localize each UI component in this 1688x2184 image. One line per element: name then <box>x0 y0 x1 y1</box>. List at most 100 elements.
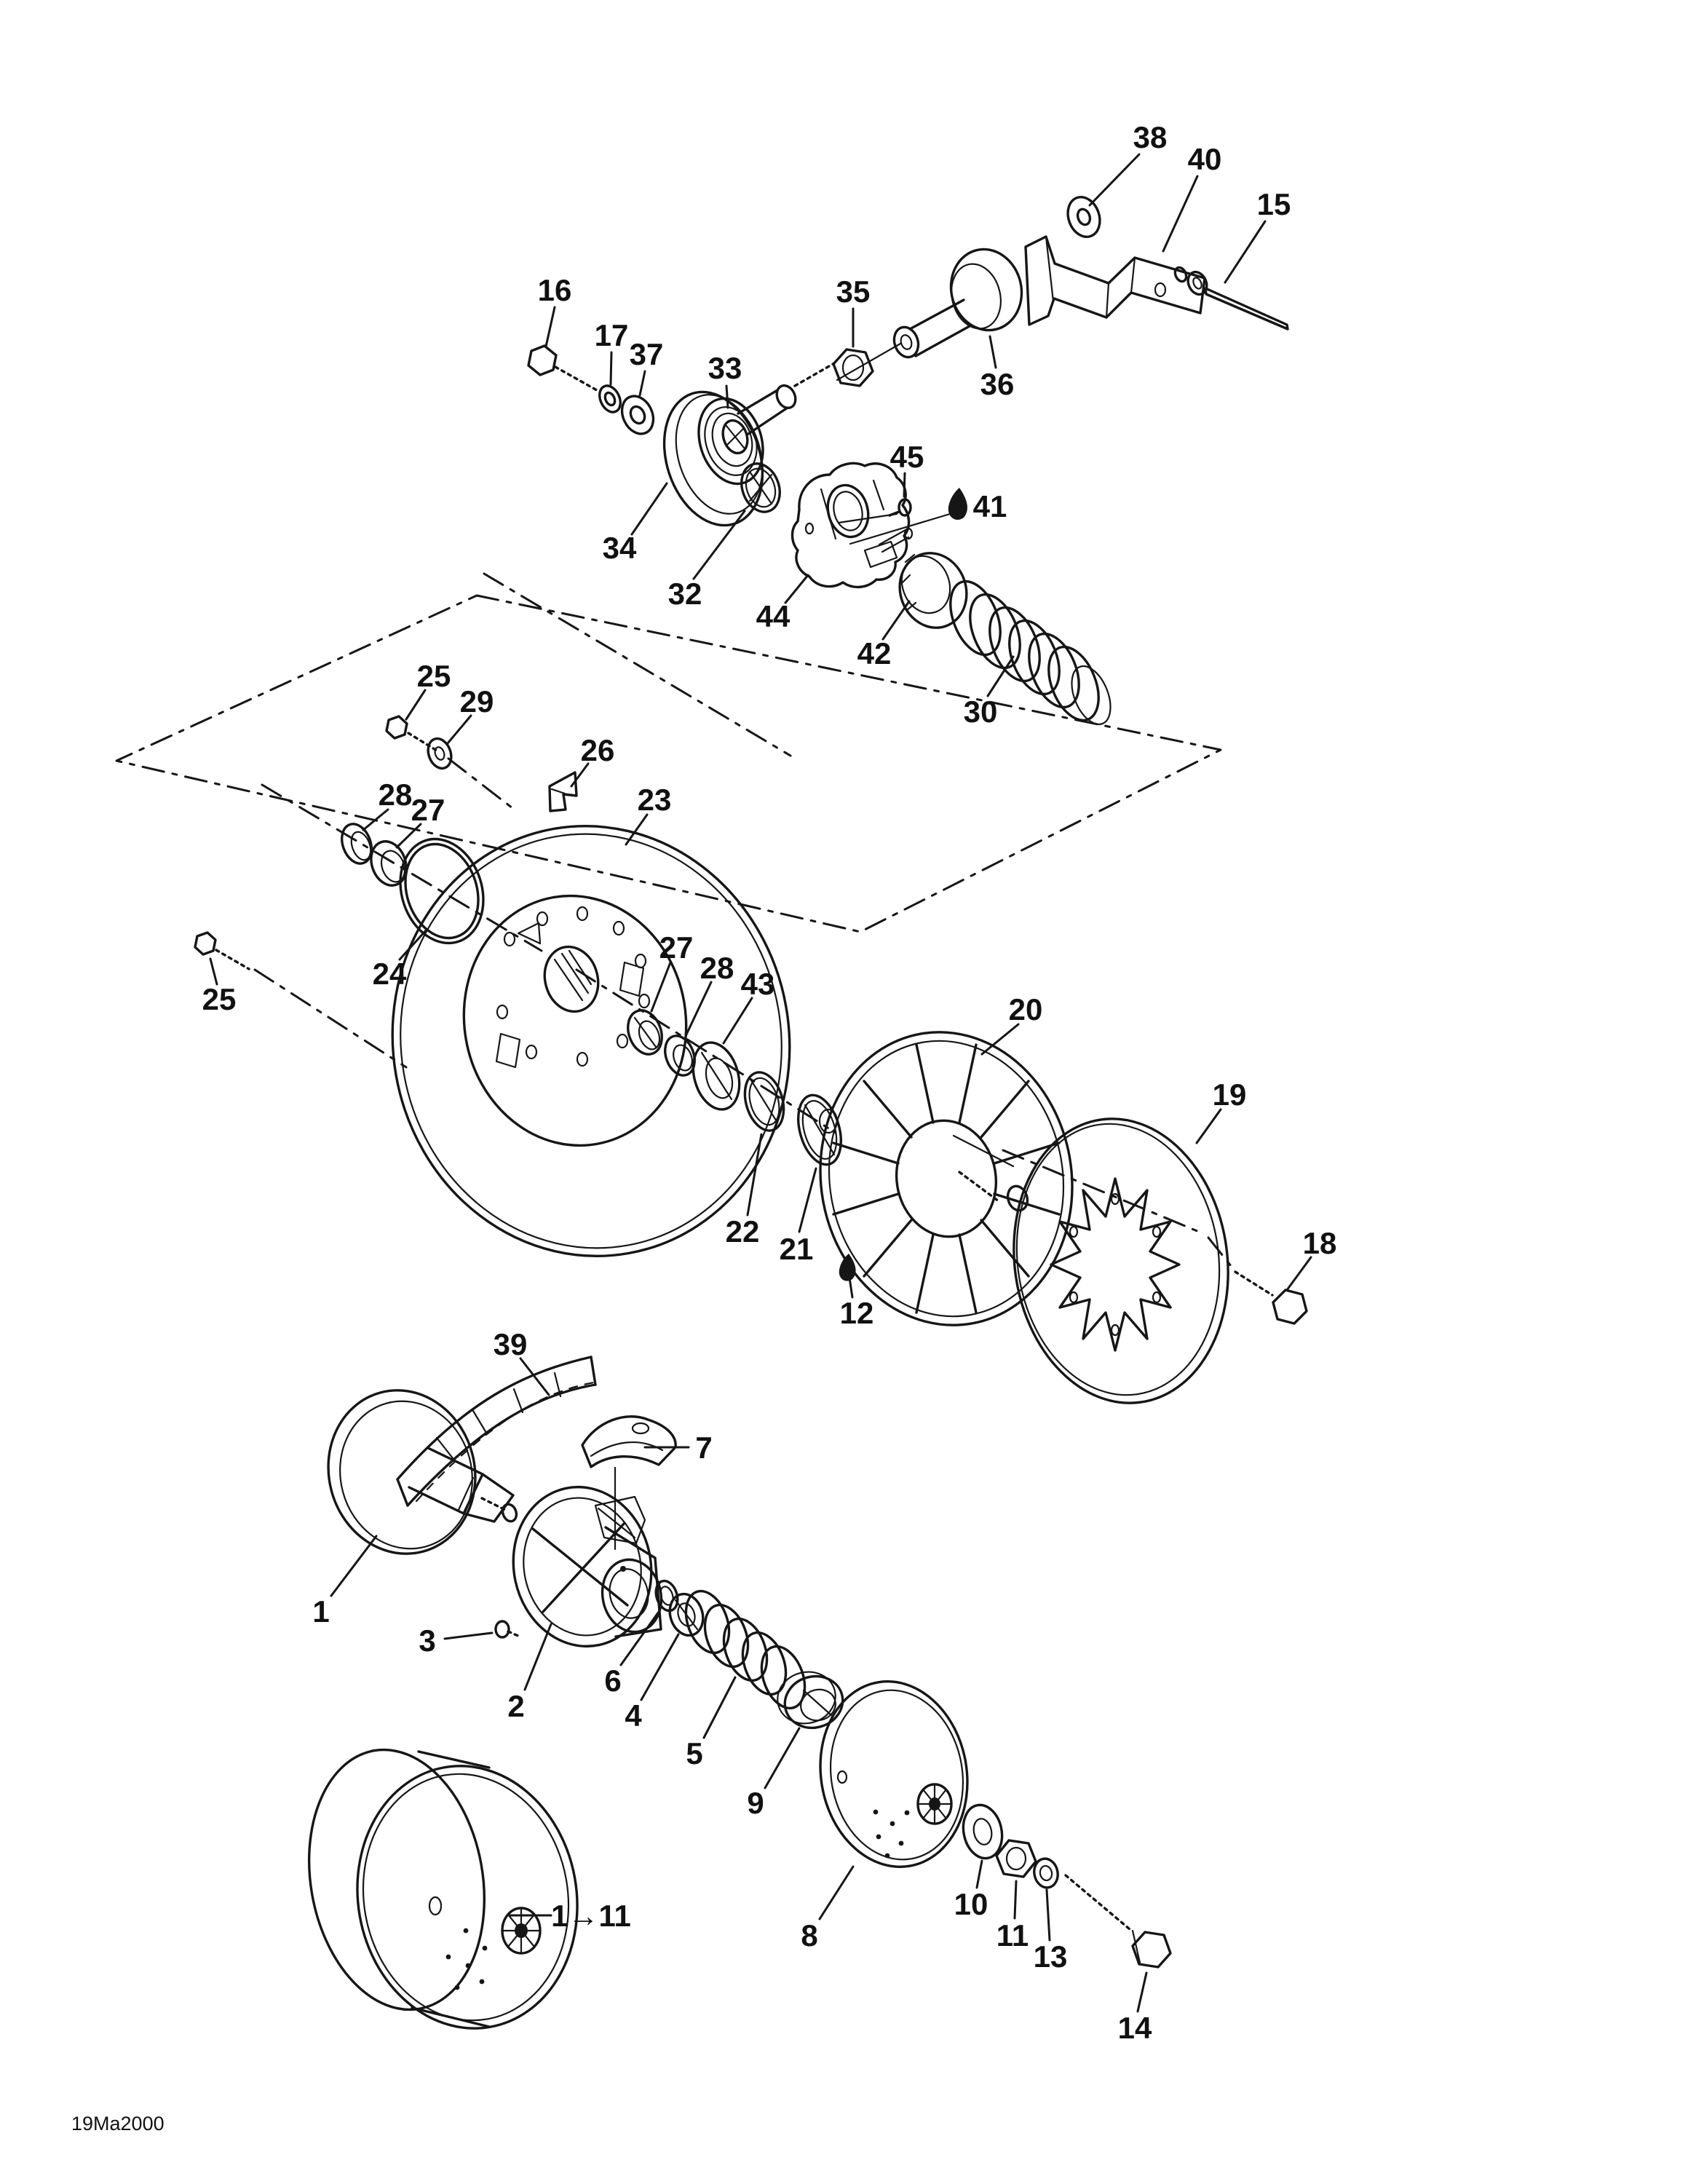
leader-line-3 <box>443 1631 494 1640</box>
callout-18: 18 <box>1303 1226 1337 1260</box>
part-25-screw-lower <box>194 931 250 970</box>
part-43-washer <box>692 1041 741 1111</box>
part-9-adjuster-ring <box>777 1671 844 1730</box>
callout-1→11: 1→11 <box>551 1899 631 1933</box>
leader-line-12 <box>848 1276 854 1299</box>
part-39-belt-segment <box>396 1356 597 1507</box>
callout-13: 13 <box>1034 1939 1068 1974</box>
part-18-bolt <box>1234 1270 1308 1325</box>
leader-line-30 <box>986 655 1015 697</box>
callout-3: 3 <box>419 1623 435 1658</box>
callout-12: 12 <box>840 1296 874 1330</box>
leader-line-33 <box>725 384 729 409</box>
part-40-bracket <box>1024 235 1206 326</box>
leader-line-4 <box>640 1633 680 1701</box>
part-45-clip <box>837 498 912 524</box>
callout-25: 25 <box>202 982 237 1016</box>
leader-line-38 <box>1088 153 1141 207</box>
callout-22: 22 <box>726 1214 760 1249</box>
callout-8: 8 <box>801 1918 817 1952</box>
part-17-lock-washer <box>598 384 622 414</box>
leader-line-27 <box>650 961 672 1013</box>
callout-41: 41 <box>973 489 1007 523</box>
callout-16: 16 <box>538 273 572 307</box>
leader-line-25 <box>405 689 427 721</box>
callout-25: 25 <box>417 659 451 693</box>
callout-45: 45 <box>890 440 924 474</box>
leader-line-10 <box>975 1859 983 1889</box>
alignment-plane <box>115 572 1233 1268</box>
callout-37: 37 <box>630 337 664 371</box>
part-35-nut <box>832 348 874 387</box>
callout-27: 27 <box>659 930 694 965</box>
leader-line-16 <box>544 306 556 348</box>
part-36-roller <box>892 248 1023 359</box>
part-20-spoked-sheave <box>818 1031 1074 1326</box>
part-33-34-pulley-arm <box>662 342 902 527</box>
part-13-washer <box>1033 1857 1059 1889</box>
part-24-o-ring <box>399 837 485 945</box>
leader-line-9 <box>764 1727 801 1789</box>
part-5-spring <box>684 1589 807 1710</box>
callout-14: 14 <box>1118 2011 1152 2045</box>
leader-line-34 <box>630 482 668 536</box>
callout-20: 20 <box>1009 992 1043 1026</box>
part-12-plug <box>839 1254 856 1281</box>
part-16-bolt <box>527 344 598 392</box>
callout-26: 26 <box>581 733 615 767</box>
part-11-nut <box>995 1839 1037 1878</box>
callout-11: 11 <box>996 1918 1029 1952</box>
part-25-screw-upper <box>385 715 438 752</box>
leader-line-37 <box>638 370 646 397</box>
callout-23: 23 <box>638 783 672 817</box>
leader-line-28 <box>684 981 713 1037</box>
leader-line-26 <box>570 762 590 788</box>
callout-38: 38 <box>1133 120 1168 154</box>
leader-line-14 <box>1136 1971 1148 2013</box>
assembly-1-11-drum <box>307 1748 579 2030</box>
callout-19: 19 <box>1213 1077 1247 1112</box>
part-28-ring-center <box>664 1034 696 1077</box>
part-37-washer <box>620 395 655 435</box>
callout-40: 40 <box>1188 142 1222 176</box>
part-14-bolt <box>1064 1874 1172 1969</box>
leader-line-11 <box>1013 1880 1018 1920</box>
callout-6: 6 <box>604 1663 621 1698</box>
leader-line-27 <box>395 823 422 849</box>
part-22-ring <box>743 1071 785 1132</box>
callout-32: 32 <box>668 577 702 611</box>
leader-line-6 <box>619 1610 660 1666</box>
part-30-spring <box>949 579 1112 725</box>
callout-9: 9 <box>747 1786 764 1820</box>
part-8-cover <box>819 1680 969 1868</box>
leader-line-44 <box>784 574 809 604</box>
leader-line-19 <box>1195 1108 1222 1144</box>
leader-line-36 <box>988 335 997 369</box>
leader-line-28 <box>362 808 389 831</box>
leader-line-20 <box>980 1023 1020 1056</box>
part-42-bushing <box>898 552 968 629</box>
leader-line-43 <box>722 997 753 1045</box>
document-code: 19Ma2000 <box>71 2113 165 2134</box>
part-2-spider <box>512 1485 663 1648</box>
callout-35: 35 <box>836 274 871 309</box>
callout-43: 43 <box>741 967 775 1001</box>
part-29-washer <box>427 737 453 770</box>
callout-17: 17 <box>595 318 629 352</box>
callout-4: 4 <box>625 1698 642 1733</box>
leader-line-40 <box>1162 175 1199 253</box>
leader-line-29 <box>446 714 472 745</box>
callout-29: 29 <box>460 684 494 719</box>
leader-line-42 <box>881 600 911 641</box>
leader-line-45 <box>903 472 906 498</box>
leader-line-13 <box>1045 1888 1051 1942</box>
part-1-fixed-sheave <box>327 1389 518 1555</box>
leader-line-2 <box>523 1623 552 1691</box>
leader-line-39 <box>519 1357 550 1396</box>
leader-line-1 <box>330 1535 378 1597</box>
callout-36: 36 <box>980 367 1015 401</box>
callout-30: 30 <box>964 695 998 729</box>
callout-15: 15 <box>1257 187 1291 221</box>
